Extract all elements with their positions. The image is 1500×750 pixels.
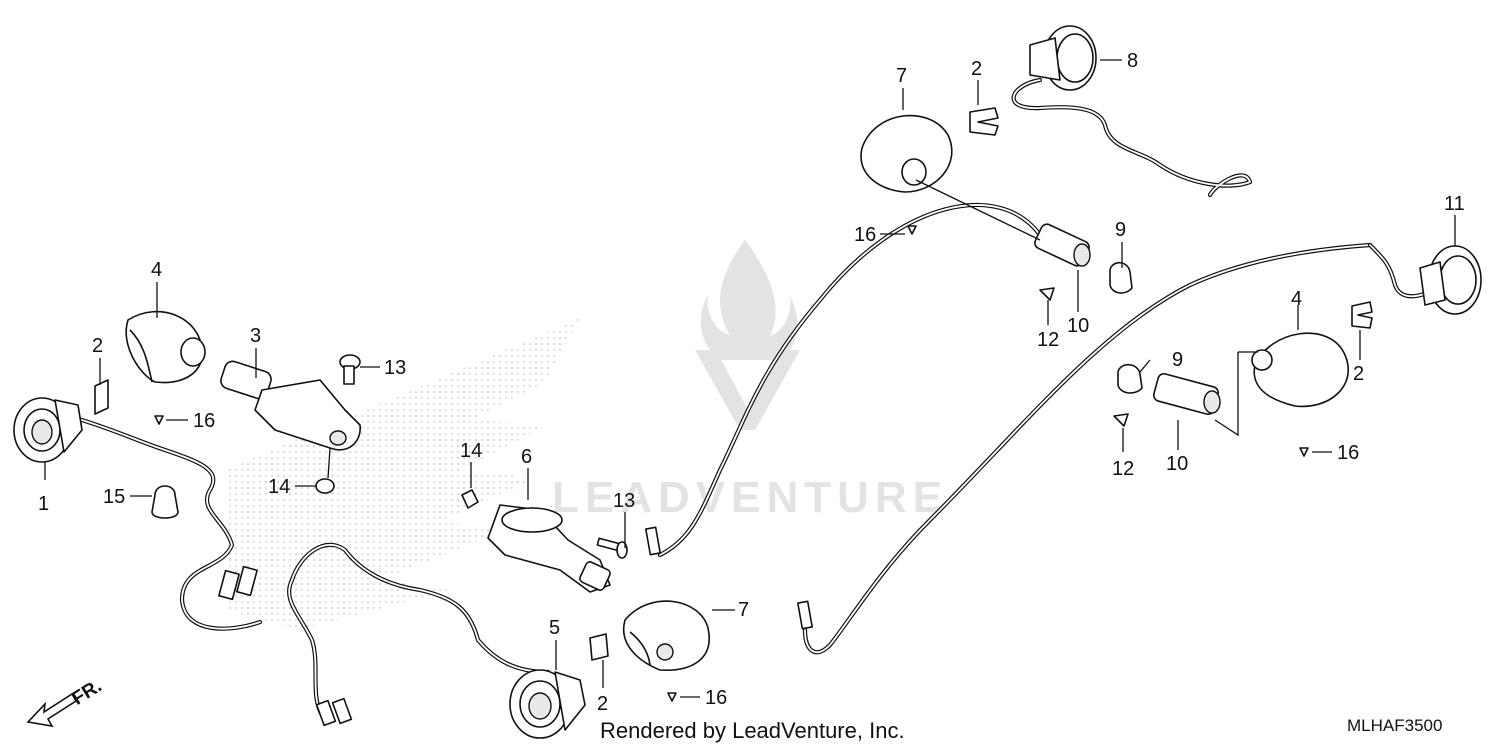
- connector-left: [218, 565, 258, 601]
- part-13-bolt-top: [339, 354, 361, 385]
- callout-4-right: 4: [1291, 288, 1302, 310]
- callout-7-bottom: 7: [738, 599, 749, 621]
- callout-16-bottom: 16: [705, 687, 727, 709]
- callout-2-left: 2: [92, 335, 103, 357]
- callout-11: 11: [1444, 193, 1465, 215]
- callout-10-right: 10: [1166, 453, 1188, 475]
- part-16-screw-left: [154, 415, 164, 425]
- part-14-nut-center: [461, 489, 479, 509]
- callout-16-top: 16: [854, 224, 876, 246]
- callout-14-center: 14: [460, 440, 482, 462]
- callout-7-top: 7: [896, 65, 907, 87]
- callout-8: 8: [1127, 50, 1138, 72]
- callout-1: 1: [38, 493, 49, 515]
- part-11-turn-signal-base: [1419, 245, 1482, 315]
- part-10-socket-top: [1034, 223, 1091, 267]
- rendered-by-footer: Rendered by LeadVenture, Inc.: [600, 718, 905, 743]
- callout-2-top: 2: [971, 58, 982, 80]
- callout-6: 6: [521, 446, 532, 468]
- wire-end-right: [797, 600, 813, 630]
- callout-12-right: 12: [1112, 458, 1134, 480]
- part-4-shell-right: [1251, 332, 1350, 408]
- part-2-plate-right: [1351, 301, 1373, 329]
- callout-15: 15: [103, 486, 125, 508]
- part-2-plate-bottom: [589, 633, 609, 661]
- watermark-text: LEADVENTURE: [552, 473, 948, 522]
- leadventure-watermark: LEADVENTURE: [552, 240, 948, 522]
- connector-bottom: [315, 697, 353, 727]
- part-7-shell-top: [860, 114, 953, 193]
- part-2-plate-left: [94, 379, 109, 415]
- part-9-bulb-top: [1109, 261, 1133, 294]
- part-16-screw-right: [1299, 447, 1309, 457]
- callout-9-top: 9: [1115, 219, 1126, 241]
- part-9-bulb-right: [1117, 363, 1143, 394]
- callout-16-right: 16: [1337, 442, 1359, 464]
- callout-16-left: 16: [193, 410, 215, 432]
- part-1-turn-signal-base: [13, 397, 83, 463]
- callout-2-right: 2: [1353, 363, 1364, 385]
- part-15-clip: [151, 485, 179, 519]
- callout-9-right: 9: [1172, 349, 1183, 371]
- part-3-stay: [220, 360, 361, 451]
- part-12-screw-top: [1039, 287, 1055, 301]
- callout-13-center: 13: [613, 490, 635, 512]
- part-12-screw-right: [1113, 413, 1129, 427]
- part-16-screw-top: [907, 225, 917, 235]
- callout-labels: 1 2 2 2 2 3 4 4 5 6 7 7 8 9 9 10 10 11 1…: [38, 50, 1465, 715]
- callout-3: 3: [250, 325, 261, 347]
- part-5-turn-signal-base: [509, 669, 586, 739]
- part-13-bolt-center: [596, 537, 628, 559]
- part-2-plate-top: [969, 107, 999, 136]
- callout-2-bottom: 2: [597, 693, 608, 715]
- diagram-code: MLHAF3500: [1347, 716, 1443, 735]
- part-8-turn-signal-base: [1029, 25, 1097, 91]
- part-14-nut-left: [315, 478, 335, 494]
- callout-10-top: 10: [1067, 315, 1089, 337]
- part-7-shell-bottom: [622, 600, 710, 671]
- callout-4-left: 4: [151, 259, 162, 281]
- part-10-socket-right: [1152, 373, 1221, 415]
- callout-5: 5: [549, 617, 560, 639]
- part-6-stay: [487, 504, 611, 593]
- callout-13-top: 13: [384, 357, 406, 379]
- front-direction-arrow: [26, 692, 78, 728]
- leader-lines: [44, 59, 1456, 698]
- wire-end-center: [645, 526, 661, 556]
- part-4-shell-left: [125, 310, 206, 384]
- part-16-screw-bottom: [667, 692, 677, 702]
- callout-12-top: 12: [1037, 329, 1059, 351]
- callout-14-left: 14: [268, 476, 290, 498]
